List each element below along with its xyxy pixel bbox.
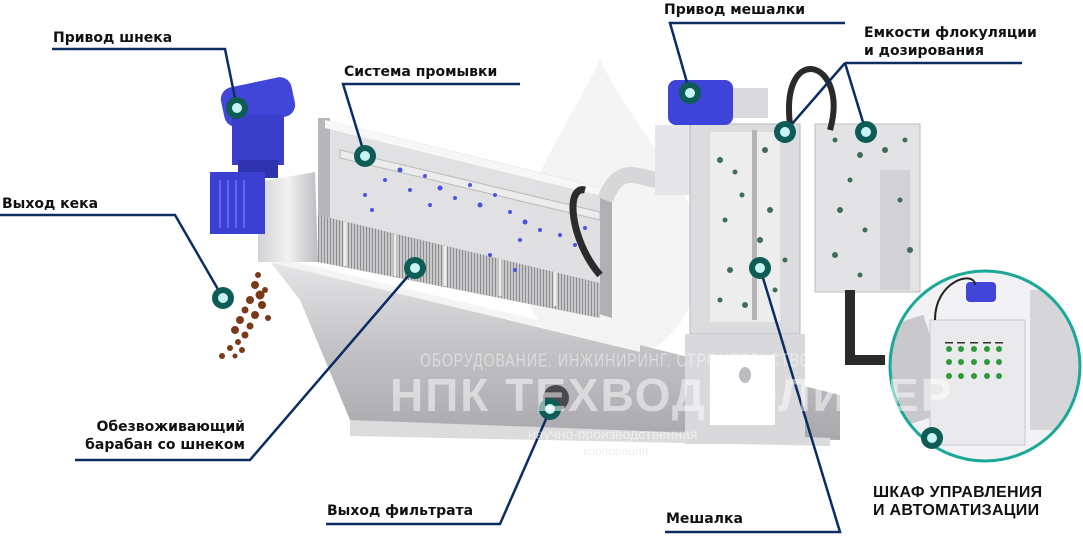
cake-particles [219,272,271,359]
control-cabinet-inset [888,269,1082,463]
label-screw-drive: Привод шнека [53,30,173,46]
callout-line-drum [75,267,416,462]
callout-line-wash-system [341,82,520,157]
callout-line-floc-b [843,62,868,133]
watermark-tagline: ОБОРУДОВАНИЕ. ИНЖИНИРИНГ. СТРОИТЕЛЬСТВО [420,349,812,371]
label-wash-system: Система промывки [344,64,498,80]
marker-screw-drive [226,97,248,119]
watermark-subline-2: корпорация [583,444,649,458]
control-cabinet-body [929,319,1026,446]
indicator-lights [946,346,1002,379]
label-mixer-drive: Привод мешалки [664,2,806,18]
callout-line-filtrate [326,409,552,526]
floc-particles [717,137,913,308]
label-dewatering-drum-line1: Обезвоживающий [96,419,245,435]
mixer-drive-motor [668,80,733,125]
screw-drum [318,215,600,318]
label-control-cabinet-line1: ШКАФ УПРАВЛЕНИЯ [873,484,1043,501]
label-cake-outlet: Выход кека [2,196,99,212]
wash-droplets [363,167,587,272]
callout-line-mixer [665,267,842,534]
marker-floc-b [855,121,877,143]
marker-control-cabinet [921,427,943,449]
label-control-cabinet: ШКАФ УПРАВЛЕНИЯ И АВТОМАТИЗАЦИИ [873,484,1042,520]
callout-markers [212,82,943,449]
marker-wash-system [354,145,376,167]
marker-mixer [749,257,771,279]
watermark-subline-1: научно-производственная [528,426,698,442]
label-mixer: Мешалка [666,511,743,527]
label-dewatering-drum: Обезвоживающий барабан со шнеком [85,418,245,454]
marker-cake-outlet [212,287,234,309]
callout-lines [0,21,1022,534]
label-filtrate-outlet: Выход фильтрата [327,503,474,519]
marker-floc-a [774,121,796,143]
callout-line-cake-outlet [0,213,225,299]
marker-drum [404,257,426,279]
callout-line-floc-a [784,62,846,133]
label-control-cabinet-line2: И АВТОМАТИЗАЦИИ [873,502,1040,519]
label-flocculation-line2: и дозирования [864,43,984,59]
flocculation-section [655,66,921,444]
callout-line-mixer-drive [668,21,845,94]
label-flocculation-tanks: Емкости флокуляции и дозирования [864,24,1037,60]
marker-mixer-drive [679,82,701,104]
marker-filtrate [539,398,561,420]
callout-line-screw-drive [52,47,239,109]
label-dewatering-drum-line2: барабан со шнеком [85,437,245,453]
watermark-company: НПК ТЕХВОДПОЛИМЕР [390,369,954,421]
label-flocculation-line1: Емкости флокуляции [864,25,1037,41]
